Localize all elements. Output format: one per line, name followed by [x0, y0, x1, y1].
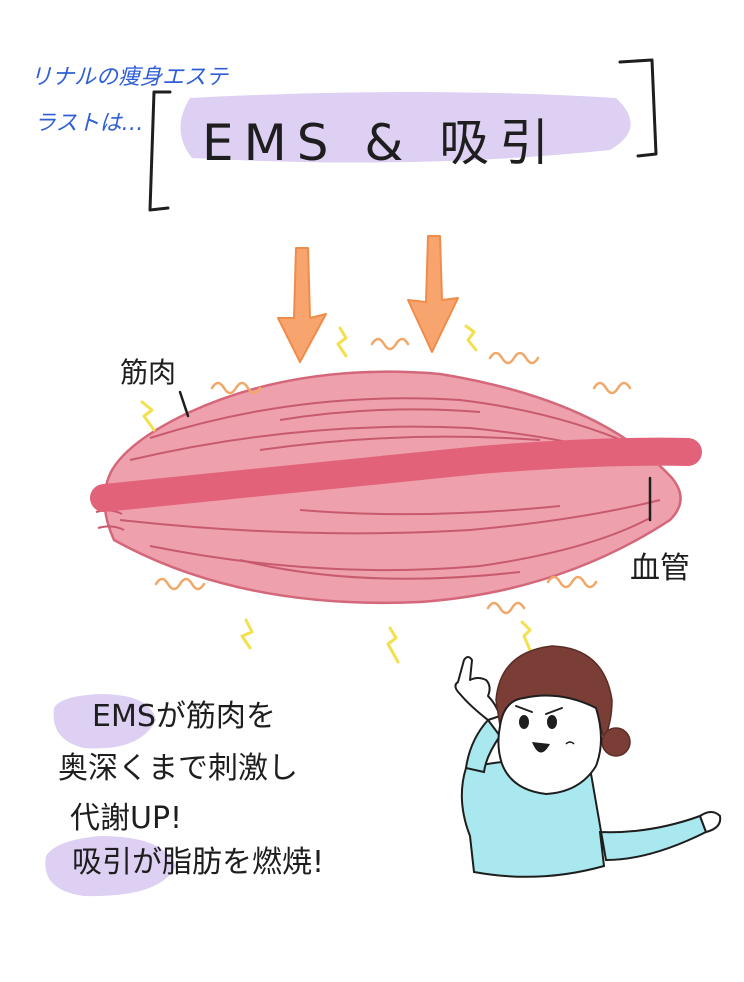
staff-character [454, 645, 722, 878]
muscle-illustration [95, 370, 682, 605]
caption-highlight-top [53, 694, 156, 749]
character-raised-hand [454, 656, 501, 721]
caption-line-2: 奥深くまで刺激し [58, 751, 298, 786]
wave-lines [154, 337, 632, 615]
intro-line-2: ラストは… [34, 111, 144, 136]
title-bracket-right [618, 58, 658, 158]
intro-line-1: リナルの痩身エステ [30, 65, 229, 90]
label-muscle-pointer [178, 390, 190, 418]
title-text: EMS & 吸引 [202, 114, 559, 172]
caption-line-4: 吸引が脂肪を燃焼! [72, 845, 324, 880]
caption-line-1: EMSが筋肉を [92, 699, 276, 734]
label-muscle: 筋肉 [120, 356, 176, 389]
caption-line-3: 代謝UP! [70, 801, 182, 836]
caption-highlight-bottom [45, 836, 176, 897]
blood-vessel [90, 437, 702, 512]
arrow-right-icon [407, 235, 459, 353]
character-face [497, 694, 602, 796]
title-bracket-left [148, 90, 172, 212]
arrow-left-icon [277, 247, 327, 363]
label-vessel: 血管 [630, 551, 690, 586]
spark-lines [140, 324, 532, 664]
title-highlight [180, 92, 631, 163]
